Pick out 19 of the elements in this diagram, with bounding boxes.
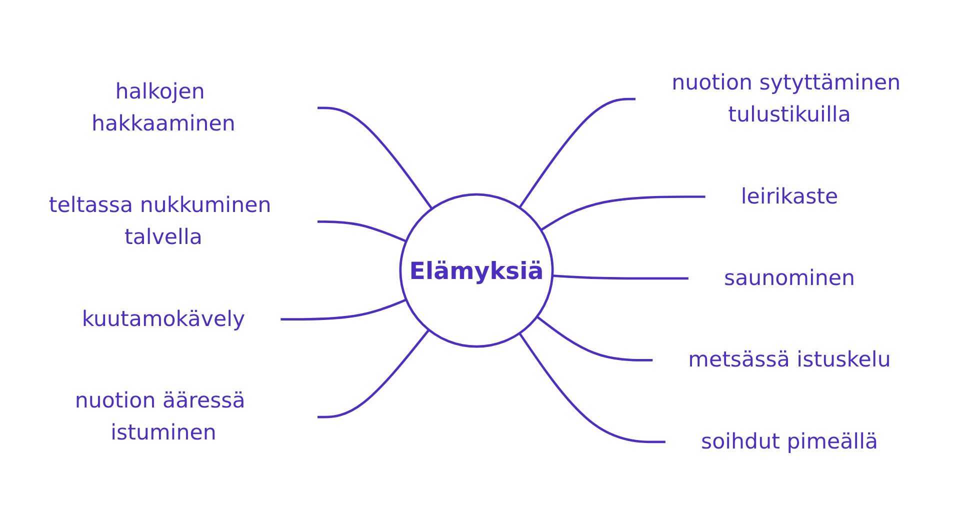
connector xyxy=(552,274,688,280)
node-text: saunominen xyxy=(724,266,856,291)
connector xyxy=(280,298,407,321)
node-text: metsässä istuskelu xyxy=(688,348,891,373)
node-text: soihdut pimeällä xyxy=(700,430,878,454)
node-text: kuutamokävely xyxy=(82,306,246,332)
node-text: leirikaste xyxy=(740,184,838,210)
node-text: nuotion sytyttäminen tulustikuilla xyxy=(672,70,901,128)
connector xyxy=(518,332,666,444)
node-text: nuotion ääressä istuminen xyxy=(74,388,246,446)
connector xyxy=(318,220,407,242)
connector xyxy=(318,106,433,210)
node-text: halkojen hakkaaminen xyxy=(92,79,236,136)
node-circle: Elämyksiä xyxy=(399,193,554,348)
connector xyxy=(318,329,430,418)
connector xyxy=(518,98,636,208)
connector xyxy=(540,196,706,232)
node-text: teltassa nukkuminen talvella xyxy=(48,193,272,250)
connector xyxy=(536,316,653,362)
